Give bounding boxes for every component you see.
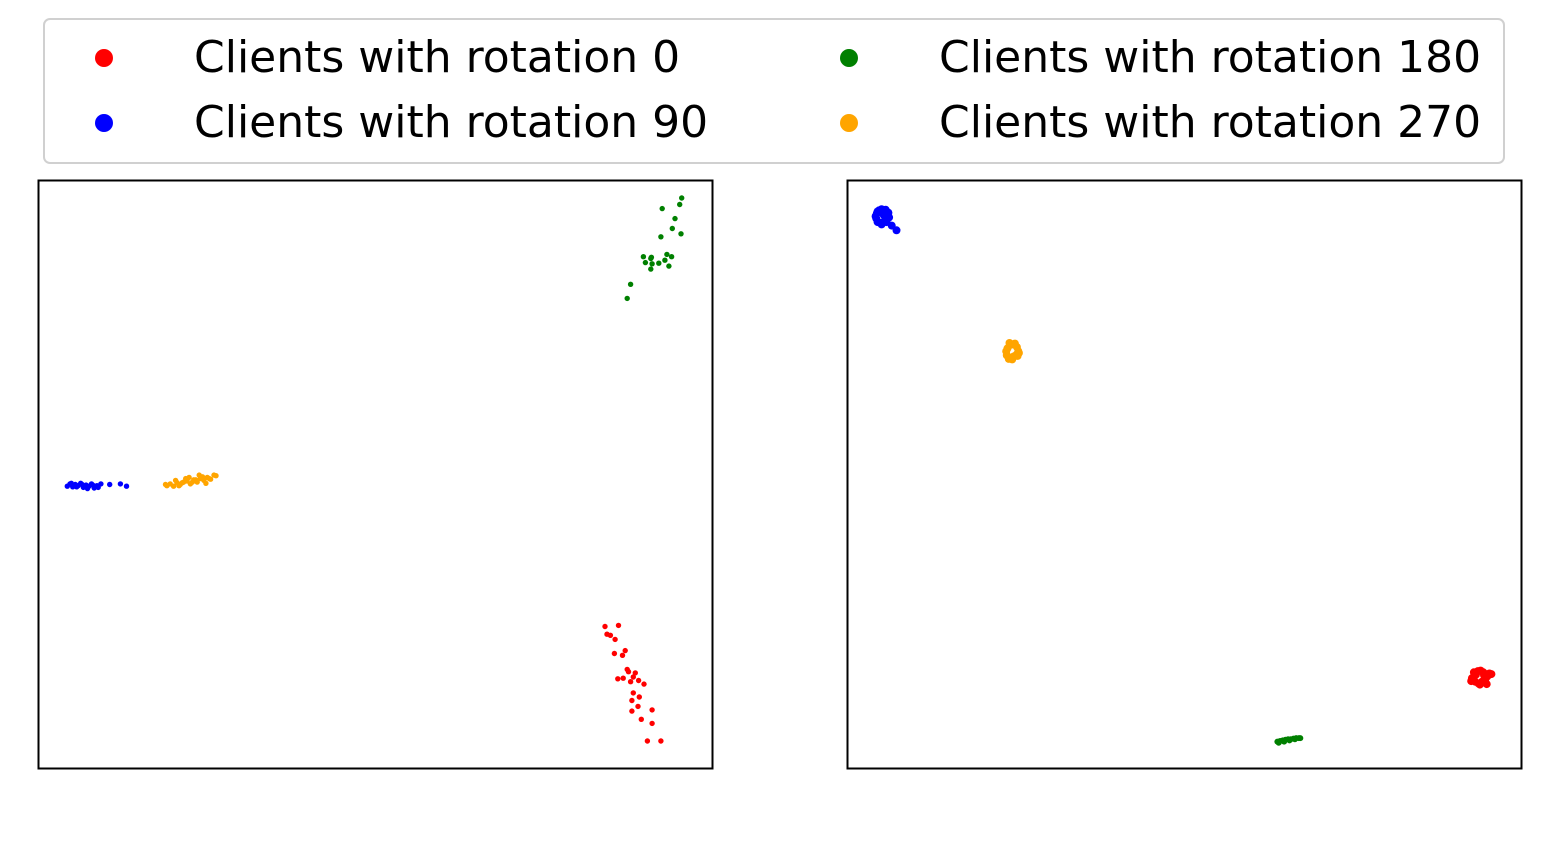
left-point-clients-with-rotation-90 <box>68 480 75 486</box>
left-point-clients-with-rotation-0 <box>629 697 635 704</box>
left-point-clients-with-rotation-270 <box>176 483 182 489</box>
left-point-clients-with-rotation-0 <box>602 623 608 630</box>
right-point-clients-with-rotation-90 <box>872 209 881 218</box>
legend-marker-red <box>95 49 113 67</box>
left-point-clients-with-rotation-0 <box>619 652 626 658</box>
right-point-clients-with-rotation-0 <box>1475 680 1484 689</box>
right-point-clients-with-rotation-180 <box>1286 737 1293 744</box>
left-point-clients-with-rotation-0 <box>641 681 647 687</box>
left-point-clients-with-rotation-270 <box>170 483 177 489</box>
left-point-clients-with-rotation-180 <box>649 261 655 267</box>
left-plot-frame <box>37 179 714 770</box>
left-point-clients-with-rotation-0 <box>607 632 614 638</box>
left-point-clients-with-rotation-0 <box>630 674 636 680</box>
left-point-clients-with-rotation-180 <box>666 263 672 269</box>
right-point-clients-with-rotation-0 <box>1467 677 1476 686</box>
right-plot-frame <box>846 179 1523 770</box>
left-point-clients-with-rotation-0 <box>636 694 642 700</box>
legend-label: Clients with rotation 180 <box>939 32 1482 83</box>
left-point-clients-with-rotation-180 <box>624 295 630 302</box>
left-point-clients-with-rotation-0 <box>611 650 618 657</box>
legend-label: Clients with rotation 90 <box>194 97 709 148</box>
left-point-clients-with-rotation-90 <box>79 481 85 488</box>
left-point-clients-with-rotation-180 <box>678 231 684 237</box>
left-point-clients-with-rotation-0 <box>625 669 632 675</box>
right-point-clients-with-rotation-0 <box>1485 669 1494 678</box>
left-point-clients-with-rotation-180 <box>664 251 670 258</box>
left-point-clients-with-rotation-0 <box>649 707 655 713</box>
right-point-clients-with-rotation-180 <box>1297 735 1304 742</box>
legend-label: Clients with rotation 0 <box>194 32 681 83</box>
left-point-clients-with-rotation-0 <box>620 675 626 681</box>
left-point-clients-with-rotation-180 <box>659 205 665 212</box>
left-point-clients-with-rotation-90 <box>107 481 113 488</box>
left-point-clients-with-rotation-270 <box>211 472 217 478</box>
left-point-clients-with-rotation-0 <box>635 703 641 710</box>
left-point-clients-with-rotation-0 <box>615 676 621 682</box>
right-point-clients-with-rotation-90 <box>883 214 892 223</box>
left-point-clients-with-rotation-180 <box>648 255 654 262</box>
left-point-clients-with-rotation-0 <box>638 716 644 722</box>
legend: Clients with rotation 0 Clients with rot… <box>43 18 1505 164</box>
left-point-clients-with-rotation-180 <box>640 254 647 260</box>
right-point-clients-with-rotation-270 <box>1002 347 1011 356</box>
left-point-clients-with-rotation-90 <box>90 482 96 488</box>
left-point-clients-with-rotation-180 <box>656 260 662 266</box>
right-plot-points <box>871 205 1496 746</box>
right-point-clients-with-rotation-270 <box>1013 351 1022 360</box>
left-point-clients-with-rotation-180 <box>677 201 683 208</box>
left-point-clients-with-rotation-0 <box>632 670 638 676</box>
left-plot-points <box>64 195 685 744</box>
left-point-clients-with-rotation-0 <box>612 636 618 643</box>
left-point-clients-with-rotation-0 <box>644 738 651 744</box>
left-point-clients-with-rotation-0 <box>627 679 634 685</box>
legend-marker-orange <box>840 114 858 132</box>
left-point-clients-with-rotation-180 <box>662 257 668 263</box>
left-point-clients-with-rotation-0 <box>622 647 628 654</box>
legend-marker-green <box>840 49 858 67</box>
left-point-clients-with-rotation-0 <box>630 690 636 696</box>
left-point-clients-with-rotation-180 <box>658 234 664 240</box>
legend-label: Clients with rotation 270 <box>939 97 1482 148</box>
right-point-clients-with-rotation-180 <box>1275 739 1282 746</box>
left-point-clients-with-rotation-0 <box>658 738 664 744</box>
left-point-clients-with-rotation-270 <box>206 475 212 482</box>
left-point-clients-with-rotation-180 <box>669 225 675 232</box>
left-point-clients-with-rotation-180 <box>642 259 649 266</box>
right-point-clients-with-rotation-180 <box>1281 738 1288 745</box>
left-point-clients-with-rotation-270 <box>183 475 189 482</box>
left-point-clients-with-rotation-90 <box>74 484 80 490</box>
left-point-clients-with-rotation-90 <box>84 485 91 492</box>
legend-item-rotation-90: Clients with rotation 90 <box>95 101 708 145</box>
left-point-clients-with-rotation-270 <box>162 481 169 488</box>
right-point-clients-with-rotation-0 <box>1469 668 1478 677</box>
left-point-clients-with-rotation-0 <box>635 677 642 684</box>
left-point-clients-with-rotation-180 <box>679 195 685 201</box>
left-point-clients-with-rotation-180 <box>627 281 634 287</box>
right-point-clients-with-rotation-270 <box>1010 339 1019 348</box>
left-point-clients-with-rotation-180 <box>668 254 675 260</box>
left-point-clients-with-rotation-90 <box>123 483 130 489</box>
left-point-clients-with-rotation-90 <box>117 481 124 487</box>
legend-item-rotation-0: Clients with rotation 0 <box>95 36 680 80</box>
left-point-clients-with-rotation-270 <box>203 480 209 486</box>
left-point-clients-with-rotation-90 <box>98 481 104 487</box>
left-point-clients-with-rotation-180 <box>648 266 654 272</box>
legend-item-rotation-180: Clients with rotation 180 <box>840 36 1481 80</box>
right-point-clients-with-rotation-90 <box>892 226 901 235</box>
right-point-clients-with-rotation-0 <box>1482 680 1491 689</box>
left-point-clients-with-rotation-0 <box>615 622 622 629</box>
left-point-clients-with-rotation-270 <box>172 477 179 484</box>
right-point-clients-with-rotation-180 <box>1291 736 1298 743</box>
legend-marker-blue <box>95 114 113 132</box>
left-point-clients-with-rotation-0 <box>629 708 635 714</box>
left-point-clients-with-rotation-0 <box>649 720 655 727</box>
left-point-clients-with-rotation-270 <box>196 472 202 478</box>
legend-item-rotation-270: Clients with rotation 270 <box>840 101 1481 145</box>
left-point-clients-with-rotation-180 <box>672 215 678 222</box>
left-point-clients-with-rotation-270 <box>189 479 196 485</box>
